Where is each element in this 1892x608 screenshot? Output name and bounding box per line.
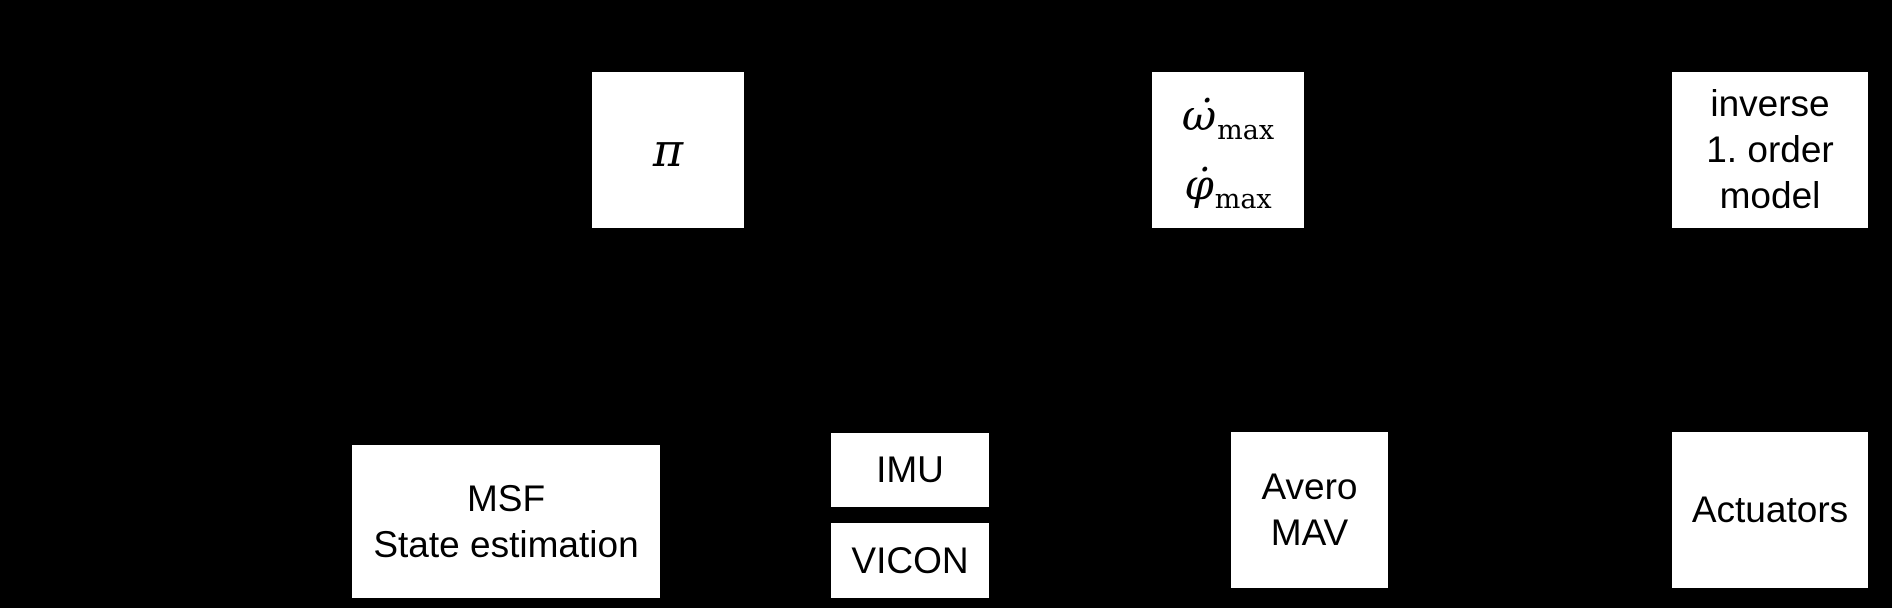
inverse-model-line-3: model [1719,175,1821,216]
state-estimation-line-2: State estimation [373,523,639,565]
policy-box: π [592,72,744,228]
phi-dot-max-label: φ̇ max [1184,159,1271,213]
imu-box: IMU [831,433,989,507]
inverse-model-line-1: inverse [1710,83,1830,124]
rate-limits-box: ω̇ max φ̇ max [1152,72,1304,228]
avero-mav-box: Avero MAV [1231,432,1388,588]
imu-label: IMU [876,449,944,490]
state-estimation-box: MSF State estimation [352,445,660,598]
vicon-label: VICON [851,539,969,581]
state-estimation-line-1: MSF [466,477,546,519]
inverse-model-box: inverse 1. order model [1672,72,1868,228]
avero-mav-line-2: MAV [1270,512,1349,553]
omega-dot-subscript: max [1217,114,1275,146]
inverse-model-line-2: 1. order [1706,129,1834,170]
phi-dot-symbol: φ̇ [1184,159,1214,209]
policy-pi-symbol: π [652,123,684,177]
phi-dot-subscript: max [1214,183,1272,215]
actuators-box: Actuators [1672,432,1868,588]
omega-dot-symbol: ω̇ [1181,90,1217,140]
omega-dot-max-label: ω̇ max [1181,90,1274,144]
vicon-box: VICON [831,523,989,598]
avero-mav-line-1: Avero [1261,466,1358,507]
actuators-label: Actuators [1691,489,1849,530]
